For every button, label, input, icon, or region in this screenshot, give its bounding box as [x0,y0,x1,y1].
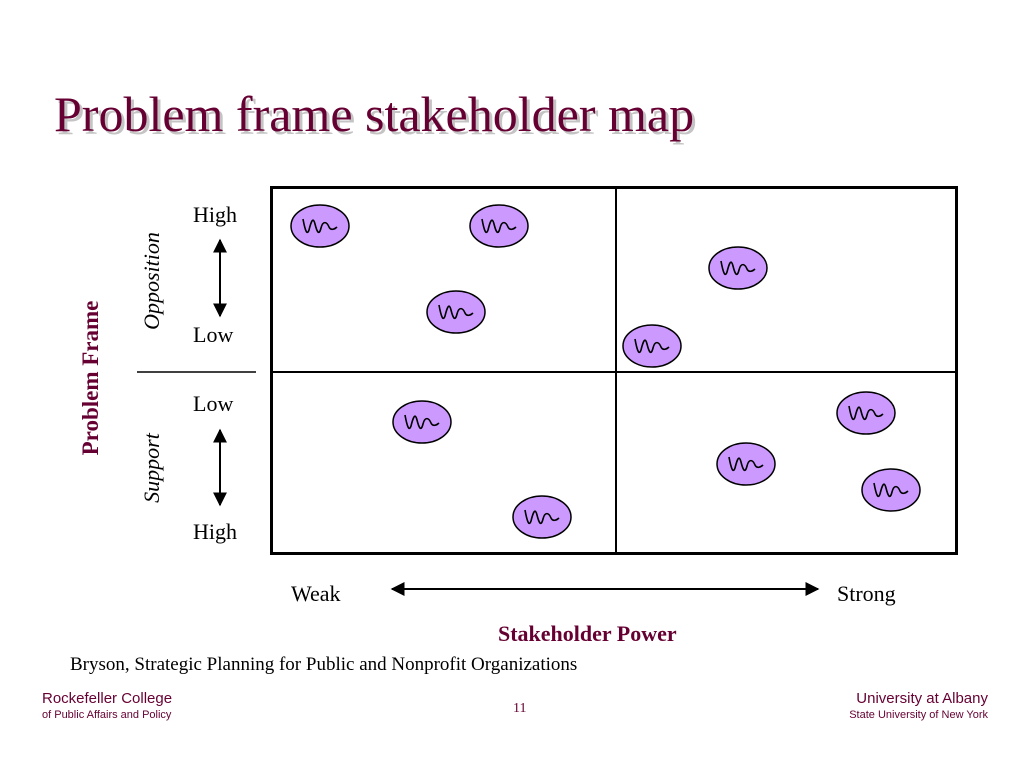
stakeholder-bubble [290,204,350,248]
stakeholder-ellipse [716,442,776,486]
stakeholder-ellipse [290,204,350,248]
stakeholder-bubble [861,468,921,512]
slide-title: Problem frame stakeholder map [54,86,695,142]
stakeholder-bubble [622,324,682,368]
stakeholder-ellipse [622,324,682,368]
grid-vertical-divider [615,189,617,552]
footer-college-sub: of Public Affairs and Policy [42,709,172,721]
footer-left: Rockefeller College of Public Affairs an… [42,690,172,722]
stakeholder-bubble [836,391,896,435]
support-high-label: High [193,519,237,544]
squiggle-icon [720,260,756,276]
stakeholder-bubble [392,400,452,444]
squiggle-icon [404,414,440,430]
squiggle-icon [848,405,884,421]
stakeholder-ellipse [469,204,529,248]
stakeholder-ellipse [426,290,486,334]
squiggle-icon [438,304,474,320]
grid-horizontal-divider [273,371,955,373]
footer-university: University at Albany [856,690,988,707]
squiggle-icon [524,509,560,525]
stakeholder-bubble [512,495,572,539]
opposition-high-label: High [193,202,237,227]
stakeholder-power-label: Stakeholder Power [498,621,677,646]
weak-label: Weak [291,581,341,606]
stakeholder-bubble [426,290,486,334]
squiggle-icon [728,456,764,472]
squiggle-icon [302,218,338,234]
squiggle-icon [481,218,517,234]
strong-label: Strong [837,581,896,606]
citation: Bryson, Strategic Planning for Public an… [70,654,578,675]
stakeholder-ellipse [392,400,452,444]
stakeholder-ellipse [708,246,768,290]
opposition-low-label: Low [193,322,234,347]
stakeholder-bubble [708,246,768,290]
stakeholder-bubbles [290,204,921,539]
page-number: 11 [513,701,527,716]
stakeholder-ellipse [512,495,572,539]
stakeholder-ellipse [861,468,921,512]
stakeholder-ellipse [836,391,896,435]
support-low-label: Low [193,391,234,416]
footer-college: Rockefeller College [42,690,173,707]
squiggle-icon [634,338,670,354]
stakeholder-bubble [469,204,529,248]
stakeholder-grid [270,186,958,555]
squiggle-icon [873,482,909,498]
stakeholder-bubble [716,442,776,486]
footer-university-sub: State University of New York [849,709,988,721]
footer-right: University at Albany State University of… [849,690,988,722]
